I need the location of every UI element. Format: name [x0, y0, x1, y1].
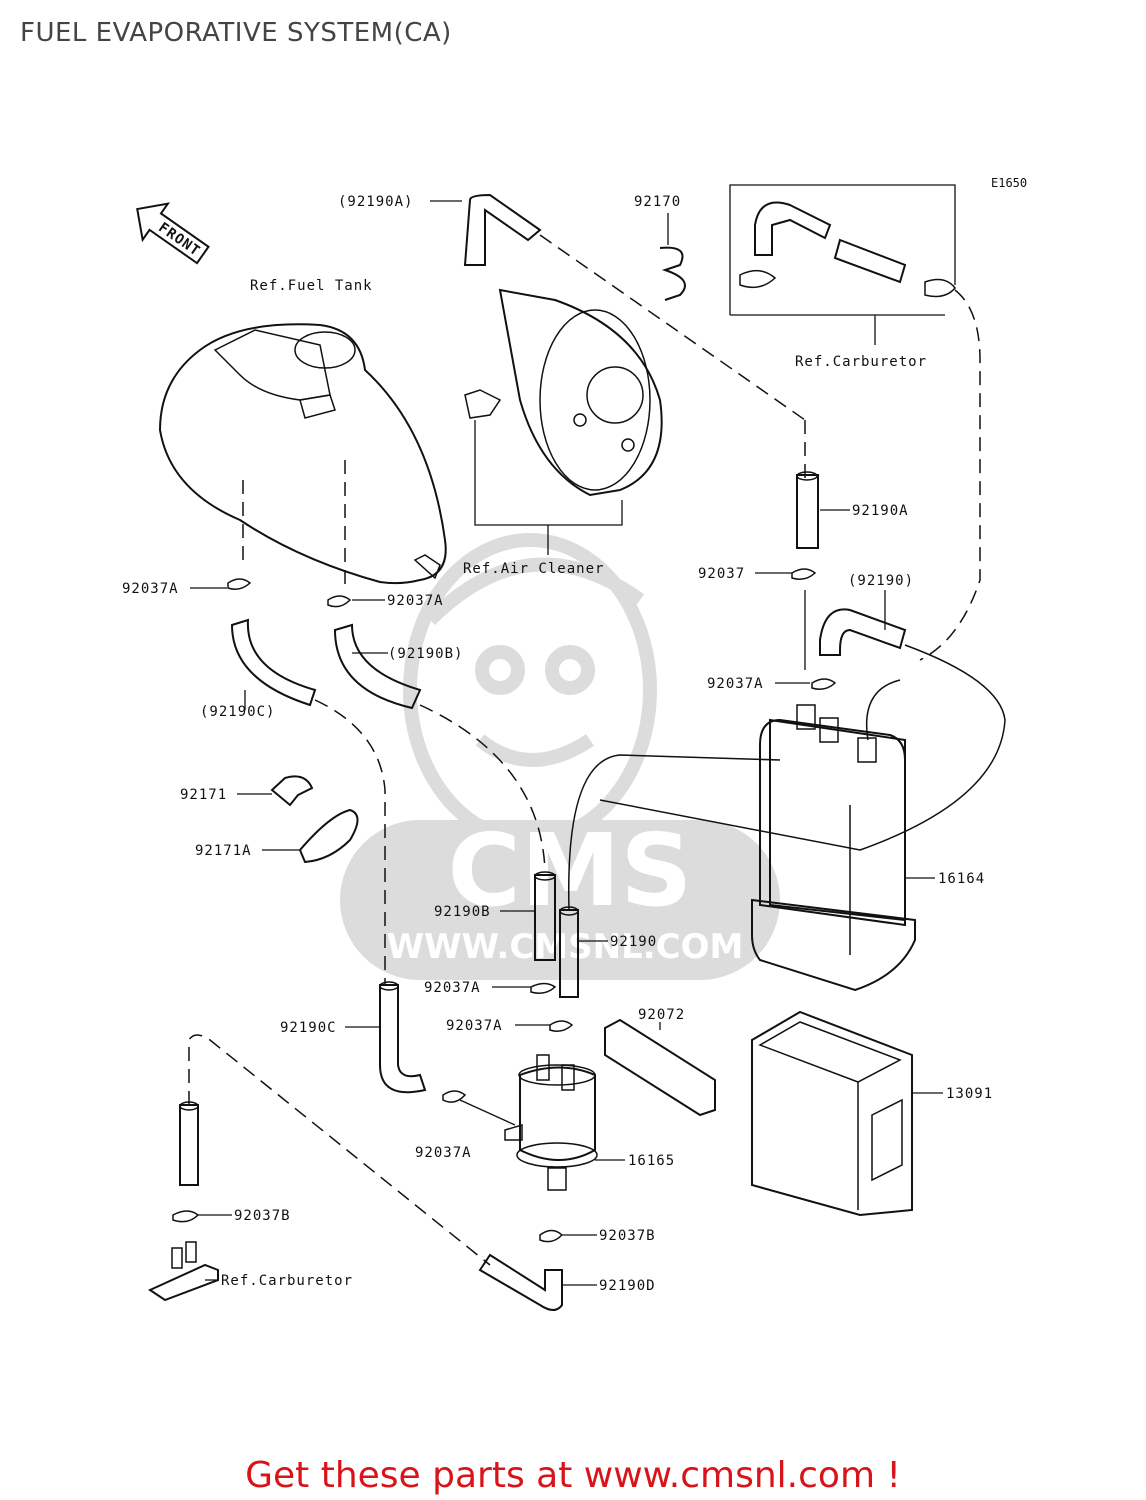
label-92190: 92190 — [610, 934, 657, 950]
watermark: CMS WWW.CMSNL.COM — [340, 533, 780, 980]
carburetor-ref-box-top — [729, 184, 981, 661]
label-92171: 92171 — [180, 787, 227, 803]
hose-92190b-upper — [333, 623, 546, 871]
strap-92072 — [604, 1018, 716, 1117]
hose-92190a-right — [796, 471, 819, 549]
label-ref-air-cleaner: Ref.Air Cleaner — [463, 561, 604, 577]
label-92171a: 92171A — [195, 843, 252, 859]
label-92037a-canister: 92037A — [707, 676, 764, 692]
hose-92190-right — [599, 590, 1006, 851]
watermark-url: WWW.CMSNL.COM — [387, 927, 744, 967]
label-ref-carburetor-top: Ref.Carburetor — [795, 354, 927, 370]
label-92190c-paren: (92190C) — [200, 704, 275, 720]
hose-92190d — [478, 1253, 563, 1311]
label-92190a-paren: (92190A) — [338, 194, 413, 210]
carburetor-tee — [147, 1263, 219, 1302]
label-92037a-mid: 92037A — [424, 980, 481, 996]
page-title: FUEL EVAPORATIVE SYSTEM(CA) — [20, 18, 452, 48]
clamp-92037a-filter-side — [442, 1090, 467, 1103]
label-92037b-left: 92037B — [234, 1208, 291, 1224]
fuel-tank-panel — [213, 329, 331, 401]
label-92190b-paren: (92190B) — [388, 646, 463, 662]
front-arrow: FRONT — [136, 202, 210, 265]
air-cleaner-port — [586, 366, 644, 424]
watermark-mascot-eye-left — [475, 645, 525, 695]
fuel-tank-cap — [294, 331, 356, 369]
clamp-92037a-mid — [530, 982, 557, 994]
promo-link[interactable]: Get these parts at www.cmsnl.com ! — [245, 1455, 901, 1496]
hose-92190c-lower — [379, 981, 427, 1094]
label-16164: 16164 — [938, 871, 985, 887]
canister-16164 — [751, 679, 916, 992]
label-92037a-filter-top: 92037A — [446, 1018, 503, 1034]
fuel-tank — [158, 323, 447, 585]
clamp-92037a-canister — [811, 678, 837, 690]
label-92037-right: 92037 — [698, 566, 745, 582]
label-92037a-tank-right: 92037A — [387, 593, 444, 609]
clamps — [172, 568, 837, 1243]
clamp-92037b-left — [172, 1210, 200, 1223]
label-92170: 92170 — [634, 194, 681, 210]
band-92171a — [298, 808, 359, 864]
clamp-92037b-right — [539, 1229, 564, 1243]
diagram-code: E1650 — [991, 176, 1028, 190]
label-92190a: 92190A — [852, 503, 909, 519]
clip-92171 — [270, 775, 314, 807]
clamp-92037-right — [791, 568, 817, 580]
clamp-92037a-tank-right — [327, 595, 352, 608]
front-arrow-icon — [136, 202, 210, 265]
label-92190-paren: (92190) — [848, 573, 914, 589]
hose-route-carb-top — [919, 289, 981, 661]
watermark-mascot-mouth — [475, 734, 594, 767]
label-92190c: 92190C — [280, 1020, 337, 1036]
air-cleaner — [464, 288, 663, 555]
clamp-92037a-filter-top — [549, 1020, 574, 1032]
label-92190b: 92190B — [434, 904, 491, 920]
label-92190d: 92190D — [599, 1278, 656, 1294]
air-cleaner-cover — [539, 309, 651, 491]
label-92037a-filter-side: 92037A — [415, 1145, 472, 1161]
fuel-tank-mount — [413, 554, 441, 580]
part-labels: Ref.Fuel Tank (92190A) 92170 Ref.Carbure… — [122, 194, 993, 1294]
label-16165: 16165 — [628, 1153, 675, 1169]
clip-92170 — [659, 246, 686, 301]
air-cleaner-nipple — [464, 389, 502, 419]
hose-left-and-tee — [147, 1034, 491, 1302]
bracket-13091 — [751, 1010, 913, 1217]
label-92072: 92072 — [638, 1007, 685, 1023]
hose-92190c-upper — [230, 618, 386, 985]
hoses-middle — [534, 754, 781, 998]
label-92037b-right: 92037B — [599, 1228, 656, 1244]
fuel-tank-bracket — [299, 394, 336, 419]
label-92037a-tank-left: 92037A — [122, 581, 179, 597]
fuel-tank-body — [158, 323, 447, 585]
leader-lines — [190, 200, 943, 1286]
hose-92190a-top — [463, 193, 806, 480]
label-ref-fuel-tank: Ref.Fuel Tank — [250, 278, 373, 294]
watermark-mascot-hair — [425, 557, 645, 625]
air-cleaner-housing — [498, 288, 663, 497]
watermark-logo-pill — [340, 820, 780, 980]
air-cleaner-ref-bracket — [474, 420, 623, 526]
watermark-mascot-eye-right — [545, 645, 595, 695]
label-13091: 13091 — [946, 1086, 993, 1102]
label-ref-carburetor-bottom: Ref.Carburetor — [221, 1273, 353, 1289]
clamp-92037a-tank-left — [227, 578, 252, 590]
hose-route-92190a — [539, 234, 806, 421]
filter-16165 — [504, 1054, 598, 1191]
